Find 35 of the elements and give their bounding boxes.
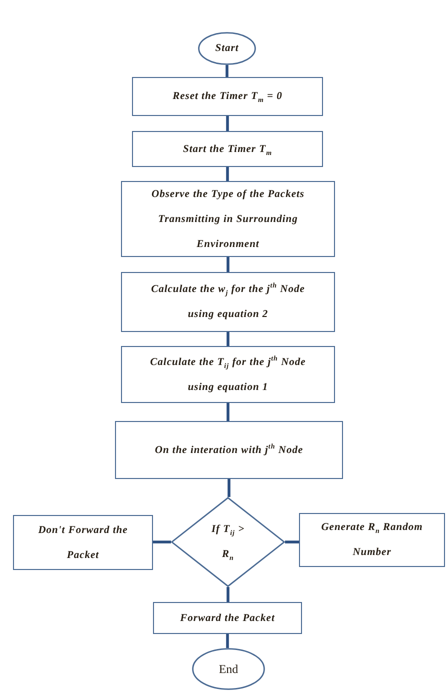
connector-line — [153, 540, 171, 544]
connector-line — [226, 332, 230, 346]
step-label: Reset the Timer T$_{m}$ = 0 — [172, 90, 282, 106]
step-label: Calculate the T$_{ij}$ for the j$^{th}$ Node using equation 1 — [149, 353, 307, 394]
terminal-oval — [198, 32, 256, 65]
connector-line — [226, 65, 228, 77]
connector-line — [226, 403, 230, 421]
connector-line — [228, 479, 230, 497]
process-box — [132, 77, 323, 116]
connector-line — [226, 167, 229, 181]
step-label: On the interation with j$^{th}$ Node — [154, 441, 304, 458]
step-label: Calculate the w$_{j}$ for the j$^{th}$ Node using equation 2 — [150, 280, 306, 322]
connector-line — [226, 257, 230, 272]
terminal-label: End — [218, 660, 238, 678]
process-box — [121, 272, 335, 332]
connector-line — [226, 587, 230, 602]
process-box — [115, 421, 343, 479]
connector-line — [226, 116, 229, 131]
step-label: Start the Timer T$_{m}$ — [182, 142, 272, 159]
step-label: Don't Forward the Packet — [37, 524, 129, 562]
condition-label: If T$_{ij}$ > R$_{n}$ — [211, 523, 245, 564]
step-label: Observe the Type of the Packets Transmitting in Surrounding Environment — [150, 188, 306, 252]
process-box — [121, 181, 335, 257]
decision-diamond — [171, 497, 285, 587]
process-box — [153, 602, 302, 634]
process-box — [13, 515, 153, 570]
terminal-label: Start — [215, 42, 239, 56]
process-box — [132, 131, 323, 167]
process-box — [299, 513, 445, 567]
terminal-oval — [192, 648, 265, 690]
connector-line — [226, 634, 229, 648]
step-label: Forward the Packet — [180, 612, 275, 626]
connector-line — [285, 540, 299, 544]
process-box — [121, 346, 335, 403]
step-label: Generate R$_{n}$ Random Number — [320, 521, 424, 560]
